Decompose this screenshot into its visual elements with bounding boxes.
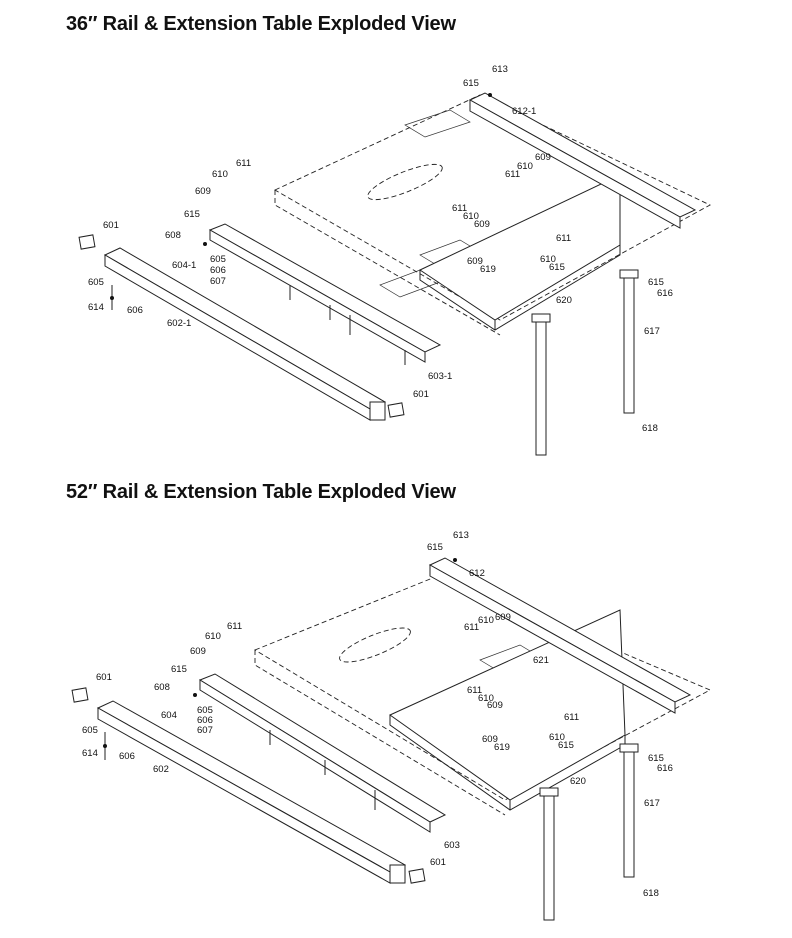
callout-616: 616 xyxy=(657,288,673,299)
callout-615: 615 xyxy=(463,78,479,89)
leg-617-right xyxy=(619,269,639,414)
title-36-inch-rail: 36″ Rail & Extension Table Exploded View xyxy=(66,13,456,35)
square-tube-602 xyxy=(96,700,407,884)
bolt-markers xyxy=(110,93,492,365)
callout-601: 601 xyxy=(430,857,446,868)
diagram-52-inch-exploded-view: 613 615 612 611 610 609 609 610 611 621 … xyxy=(71,530,712,921)
callout-604-1: 604-1 xyxy=(172,260,196,271)
callout-603: 603 xyxy=(444,840,460,851)
callout-620: 620 xyxy=(556,295,572,306)
callout-611: 611 xyxy=(505,169,520,180)
callout-621: 621 xyxy=(533,655,549,666)
callout-613: 613 xyxy=(453,530,469,541)
leg-617-left xyxy=(531,313,551,456)
diagram-36-inch-exploded-view: 613 615 612-1 611 610 609 609 610 611 60… xyxy=(78,64,711,456)
callout-605: 605 xyxy=(210,254,226,265)
callout-605: 605 xyxy=(82,725,98,736)
callout-606: 606 xyxy=(197,715,213,726)
callout-610: 610 xyxy=(463,211,479,222)
callout-608: 608 xyxy=(165,230,181,241)
callout-611: 611 xyxy=(464,622,479,633)
callout-603-1: 603-1 xyxy=(428,371,452,382)
callout-labels: 613 615 612-1 611 610 609 609 610 611 60… xyxy=(88,64,673,434)
callout-607: 607 xyxy=(210,276,226,287)
leg-617-left xyxy=(539,787,559,921)
callout-610: 610 xyxy=(478,615,494,626)
extension-table-620 xyxy=(418,174,621,331)
callout-601: 601 xyxy=(413,389,429,400)
callout-619: 619 xyxy=(494,742,510,753)
callout-609: 609 xyxy=(190,646,206,657)
callout-612-1: 612-1 xyxy=(512,106,536,117)
callout-612: 612 xyxy=(469,568,485,579)
callout-607: 607 xyxy=(197,725,213,736)
callout-labels: 613 615 612 611 610 609 609 610 611 621 … xyxy=(82,530,673,899)
callout-606: 606 xyxy=(127,305,143,316)
callout-606: 606 xyxy=(210,265,226,276)
end-cap-right xyxy=(387,402,405,418)
callout-611: 611 xyxy=(564,712,579,723)
callout-618: 618 xyxy=(642,423,658,434)
callout-611: 611 xyxy=(556,233,571,244)
callout-618: 618 xyxy=(643,888,659,899)
callout-608: 608 xyxy=(154,682,170,693)
callout-610: 610 xyxy=(478,693,494,704)
callout-601: 601 xyxy=(103,220,119,231)
callout-616: 616 xyxy=(657,763,673,774)
callout-611: 611 xyxy=(467,685,482,696)
rear-rail-612 xyxy=(468,92,697,229)
callout-602-1: 602-1 xyxy=(167,318,191,329)
extension-table-620 xyxy=(389,609,626,811)
title-52-inch-rail: 52″ Rail & Extension Table Exploded View xyxy=(66,481,456,503)
callout-615: 615 xyxy=(184,209,200,220)
callout-615: 615 xyxy=(171,664,187,675)
callout-615: 615 xyxy=(648,753,664,764)
bolt-markers xyxy=(103,558,457,810)
callout-620: 620 xyxy=(570,776,586,787)
callout-609: 609 xyxy=(467,256,483,267)
end-cap-right xyxy=(408,868,426,884)
callout-610: 610 xyxy=(205,631,221,642)
callout-615: 615 xyxy=(558,740,574,751)
callout-611: 611 xyxy=(236,158,251,169)
callout-609: 609 xyxy=(487,700,503,711)
callout-614: 614 xyxy=(82,748,98,759)
callout-609: 609 xyxy=(482,734,498,745)
rear-rail-612 xyxy=(428,557,692,714)
callout-610: 610 xyxy=(540,254,556,265)
callout-617: 617 xyxy=(644,326,660,337)
callout-619: 619 xyxy=(480,264,496,275)
callout-604: 604 xyxy=(161,710,177,721)
callout-605: 605 xyxy=(88,277,104,288)
callout-613: 613 xyxy=(492,64,508,75)
callout-609: 609 xyxy=(535,152,551,163)
square-tube-602 xyxy=(103,247,387,421)
callout-611: 611 xyxy=(227,621,242,632)
callout-615: 615 xyxy=(427,542,443,553)
callout-614: 614 xyxy=(88,302,104,313)
callout-615: 615 xyxy=(549,262,565,273)
front-rail-603 xyxy=(198,673,447,833)
front-rail-603 xyxy=(208,223,442,363)
callout-609: 609 xyxy=(195,186,211,197)
callout-605: 605 xyxy=(197,705,213,716)
callout-601: 601 xyxy=(96,672,112,683)
callout-615: 615 xyxy=(648,277,664,288)
end-cap-left xyxy=(71,687,89,703)
callout-609: 609 xyxy=(474,219,490,230)
callout-611: 611 xyxy=(452,203,467,214)
callout-606: 606 xyxy=(119,751,135,762)
callout-610: 610 xyxy=(549,732,565,743)
end-cap-left xyxy=(78,234,96,250)
callout-617: 617 xyxy=(644,798,660,809)
callout-610: 610 xyxy=(517,161,533,172)
callout-610: 610 xyxy=(212,169,228,180)
callout-602: 602 xyxy=(153,764,169,775)
callout-609: 609 xyxy=(495,612,511,623)
leg-617-right xyxy=(619,743,639,878)
